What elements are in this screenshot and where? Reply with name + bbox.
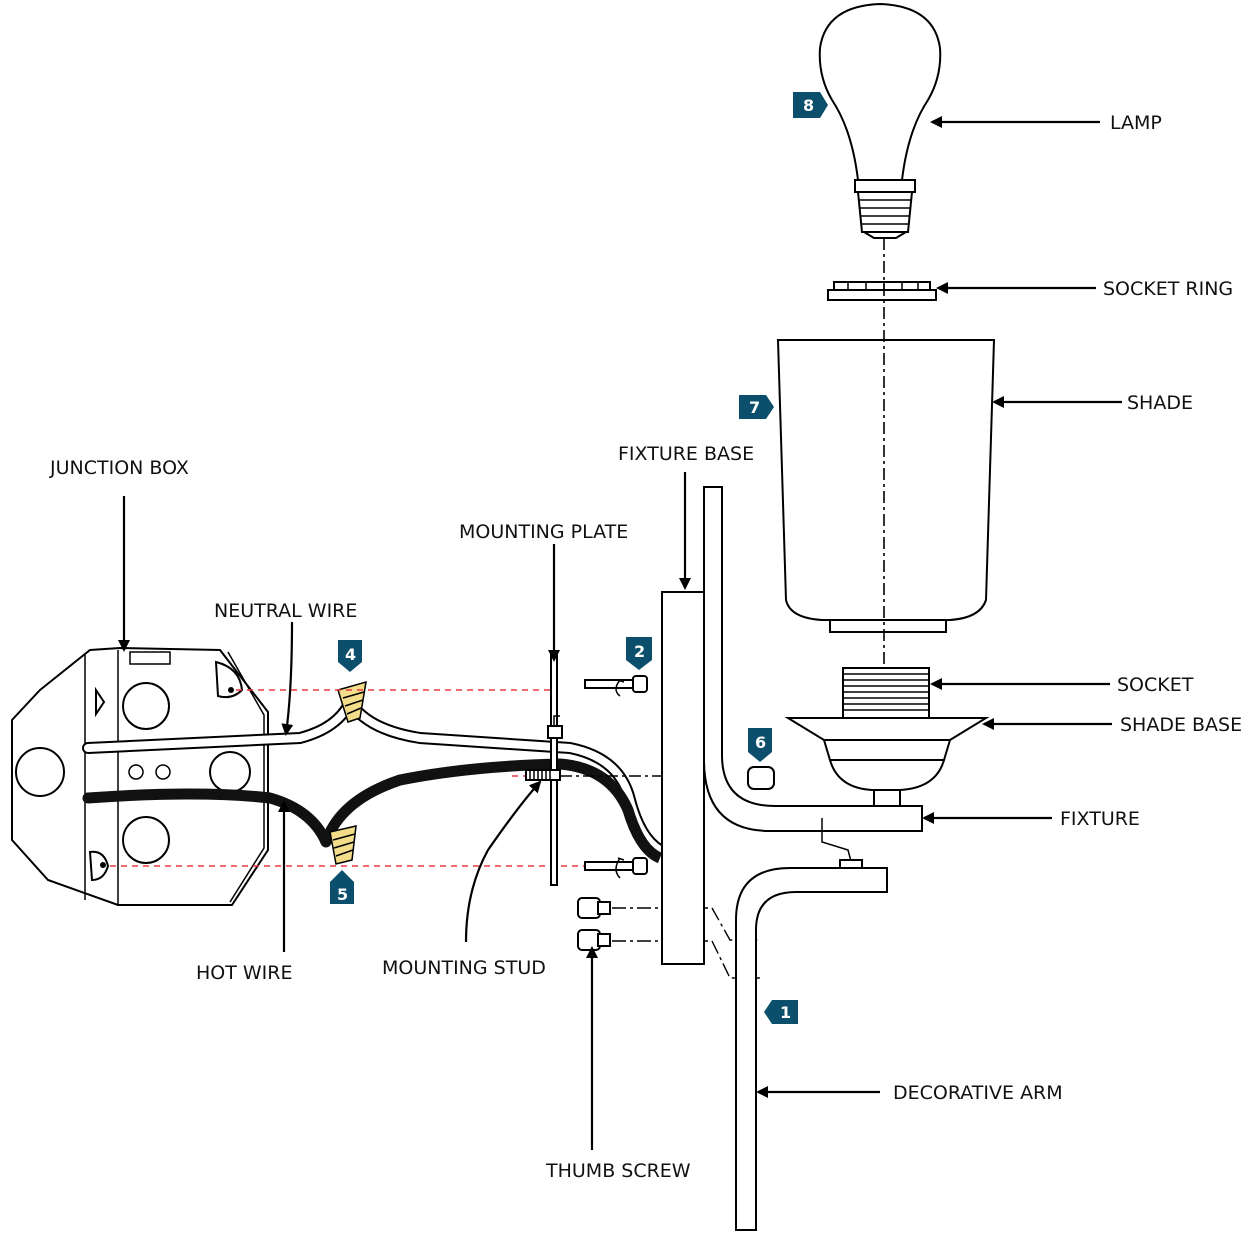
label-neutral-wire: NEUTRAL WIRE [214, 600, 357, 622]
label-socket: SOCKET [1117, 674, 1194, 696]
label-lamp: LAMP [1110, 112, 1162, 134]
step-badge-6: 6 [748, 728, 772, 762]
socket [842, 667, 930, 719]
svg-text:1: 1 [780, 1003, 791, 1022]
lamp [818, 2, 942, 239]
wire-nut-hot [329, 825, 357, 865]
label-socket-ring: SOCKET RING [1103, 278, 1233, 300]
wire-nut-neutral [337, 680, 367, 723]
fixture-base [661, 591, 705, 965]
svg-text:6: 6 [755, 733, 766, 752]
shade [776, 339, 996, 633]
step-badge-1: 1 [764, 1000, 798, 1024]
label-mounting-stud: MOUNTING STUD [382, 957, 546, 979]
label-mounting-plate: MOUNTING PLATE [459, 521, 628, 543]
shade-base [784, 717, 990, 807]
decorative-arm [735, 867, 888, 1231]
step-badge-2: 2 [626, 637, 652, 670]
svg-text:5: 5 [337, 885, 348, 904]
svg-text:7: 7 [749, 398, 760, 417]
label-junction-box: JUNCTION BOX [49, 457, 189, 479]
step-badge-4: 4 [338, 640, 362, 672]
label-hot-wire: HOT WIRE [196, 962, 292, 984]
mounting-screw-bottom [584, 857, 648, 879]
label-decorative-arm: DECORATIVE ARM [893, 1082, 1063, 1104]
junction-box [11, 646, 269, 906]
hot-wire [82, 758, 663, 864]
svg-text:2: 2 [634, 642, 645, 661]
step-badge-7: 7 [739, 395, 774, 419]
step-badge-5: 5 [330, 870, 354, 904]
mounting-screw-top [584, 675, 648, 697]
label-thumb-screw: THUMB SCREW [545, 1160, 691, 1182]
label-shade: SHADE [1127, 392, 1193, 414]
label-shade-base: SHADE BASE [1120, 714, 1242, 736]
socket-ring [827, 281, 937, 301]
label-fixture-base: FIXTURE BASE [618, 443, 754, 465]
socket-cap [747, 766, 775, 790]
fixture [703, 486, 923, 869]
svg-text:8: 8 [803, 96, 814, 115]
svg-text:4: 4 [345, 645, 356, 664]
step-badge-8: 8 [793, 92, 828, 118]
label-fixture: FIXTURE [1060, 808, 1140, 830]
